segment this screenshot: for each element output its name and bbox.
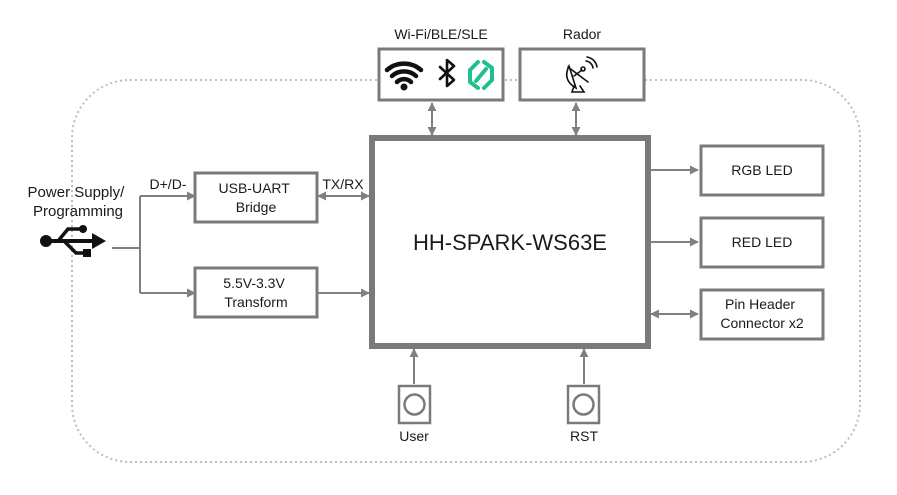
satellite-dish-icon [565, 56, 598, 93]
rst-button: RST [566, 384, 601, 444]
usb-uart-label: USB-UART Bridge [219, 180, 294, 215]
rst-button-label: RST [570, 428, 598, 444]
pin-header-label: Pin Header Connector x2 [720, 296, 803, 331]
radar-module [518, 47, 646, 102]
rgb-led-label: RGB LED [731, 162, 792, 178]
usb-uart-bridge: USB-UART Bridge [193, 171, 319, 224]
red-led-label: RED LED [732, 234, 793, 250]
rgb-led-block: RGB LED [699, 144, 825, 197]
sle-icon [468, 60, 494, 90]
mcu-chip: HH-SPARK-WS63E [369, 135, 651, 349]
wifi-icon [384, 61, 424, 91]
wireless-module [377, 47, 505, 102]
mcu-label: HH-SPARK-WS63E [413, 230, 607, 255]
pin-header-label-line1: Pin Header [725, 296, 795, 312]
power-supply-label-line1: Power Supply/ [28, 184, 126, 201]
radar-label: Rador [563, 26, 601, 42]
red-led-block: RED LED [699, 216, 825, 269]
usb-uart-label-line2: Bridge [236, 199, 277, 215]
pin-header-block: Pin Header Connector x2 [699, 288, 825, 341]
usb-uart-label-line1: USB-UART [219, 180, 291, 196]
wireless-label: Wi-Fi/BLE/SLE [394, 26, 487, 42]
dplus-dminus-label: D+/D- [150, 176, 187, 192]
pin-header-label-line2: Connector x2 [720, 315, 803, 331]
usb-icon [40, 225, 106, 257]
transform-label-line2: Transform [224, 294, 287, 310]
transform-label-line1: 5.5V-3.3V [223, 275, 285, 291]
transform-label: 5.5V-3.3V Transform [223, 275, 288, 310]
power-supply-label: Power Supply/ Programming [28, 184, 129, 220]
power-supply-label-line2: Programming [33, 203, 123, 220]
bluetooth-icon [438, 58, 456, 88]
user-button-label: User [399, 428, 429, 444]
tx-rx-label: TX/RX [322, 176, 364, 192]
connections [112, 102, 699, 384]
user-button: User [397, 384, 432, 444]
power-transform: 5.5V-3.3V Transform [193, 266, 319, 319]
